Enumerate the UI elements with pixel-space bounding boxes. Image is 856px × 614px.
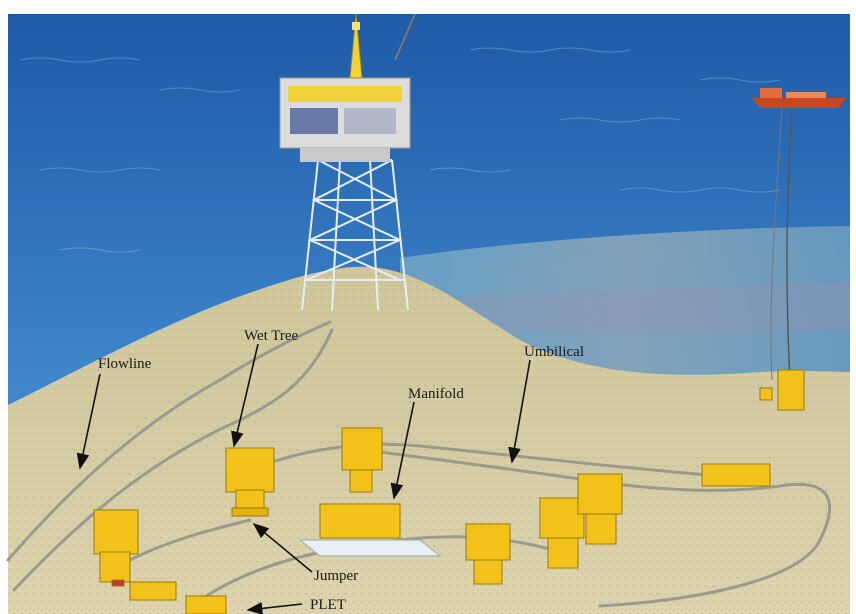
- manifold-arrow: [390, 401, 415, 500]
- tree-unit-center: [465, 523, 511, 585]
- plet-arrow: [246, 602, 303, 614]
- umbilical-label: Umbilical: [524, 344, 584, 360]
- subsea-equipment: [93, 369, 805, 614]
- label-arrows: [76, 343, 531, 614]
- plet-label: PLET: [310, 597, 346, 613]
- riser-base-unit: [759, 369, 805, 411]
- umbilical-arrow: [508, 359, 531, 464]
- surface-vessel: [752, 88, 846, 108]
- fixed-platform: [279, 13, 416, 311]
- flowline-label: Flowline: [98, 356, 152, 372]
- tree-unit-right-a: [539, 497, 585, 569]
- wet-tree-unit: [225, 447, 275, 517]
- tree-unit-right-b: [577, 473, 623, 545]
- flowline-arrow: [76, 373, 101, 470]
- tree-unit-left: [93, 509, 139, 587]
- pipeline-network: [6, 320, 831, 608]
- manifold-label: Manifold: [408, 386, 464, 402]
- jumper-label: Jumper: [314, 568, 358, 584]
- plet-unit: [129, 581, 227, 614]
- jumper-arrow: [252, 522, 313, 573]
- plet-unit-right: [701, 463, 771, 487]
- umbilical-line: [786, 107, 793, 381]
- manifold-unit: [298, 427, 442, 557]
- wet-tree-arrow: [231, 343, 259, 448]
- wet-tree-label: Wet Tree: [244, 328, 299, 344]
- wave-texture: [19, 47, 781, 253]
